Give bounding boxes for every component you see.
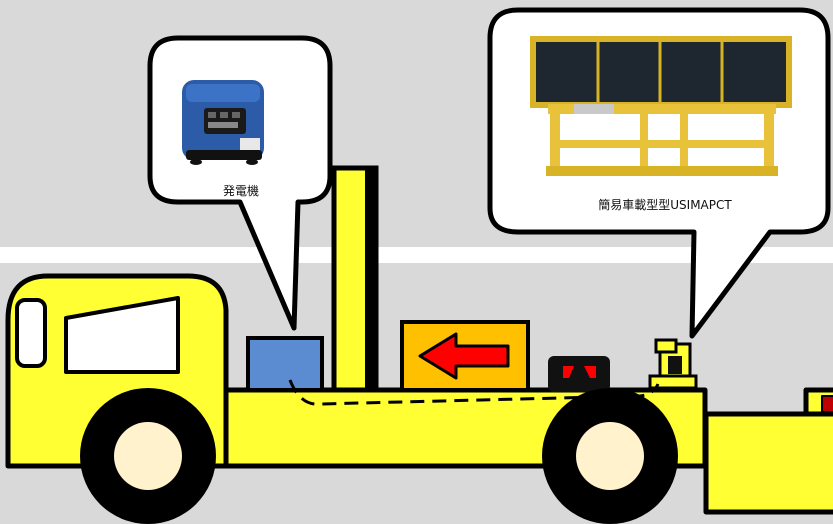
device-top [656, 340, 676, 352]
rear-box-light [822, 396, 833, 412]
rear-box [706, 414, 833, 512]
mast [334, 168, 376, 390]
portable-generator-photo [182, 80, 264, 165]
mast-stripe [365, 170, 374, 388]
generator-label: 発電機 [150, 182, 332, 199]
arrow-board [402, 322, 528, 390]
controller-box-body [548, 356, 610, 392]
rear-wheel [542, 388, 678, 524]
device-slot [668, 356, 682, 374]
generator-box [248, 338, 322, 390]
side-mirror [17, 300, 45, 366]
usimapct-label: 簡易車載型型USIMAPCT [520, 196, 810, 213]
front-wheel [80, 388, 216, 524]
controller-box [548, 356, 610, 392]
